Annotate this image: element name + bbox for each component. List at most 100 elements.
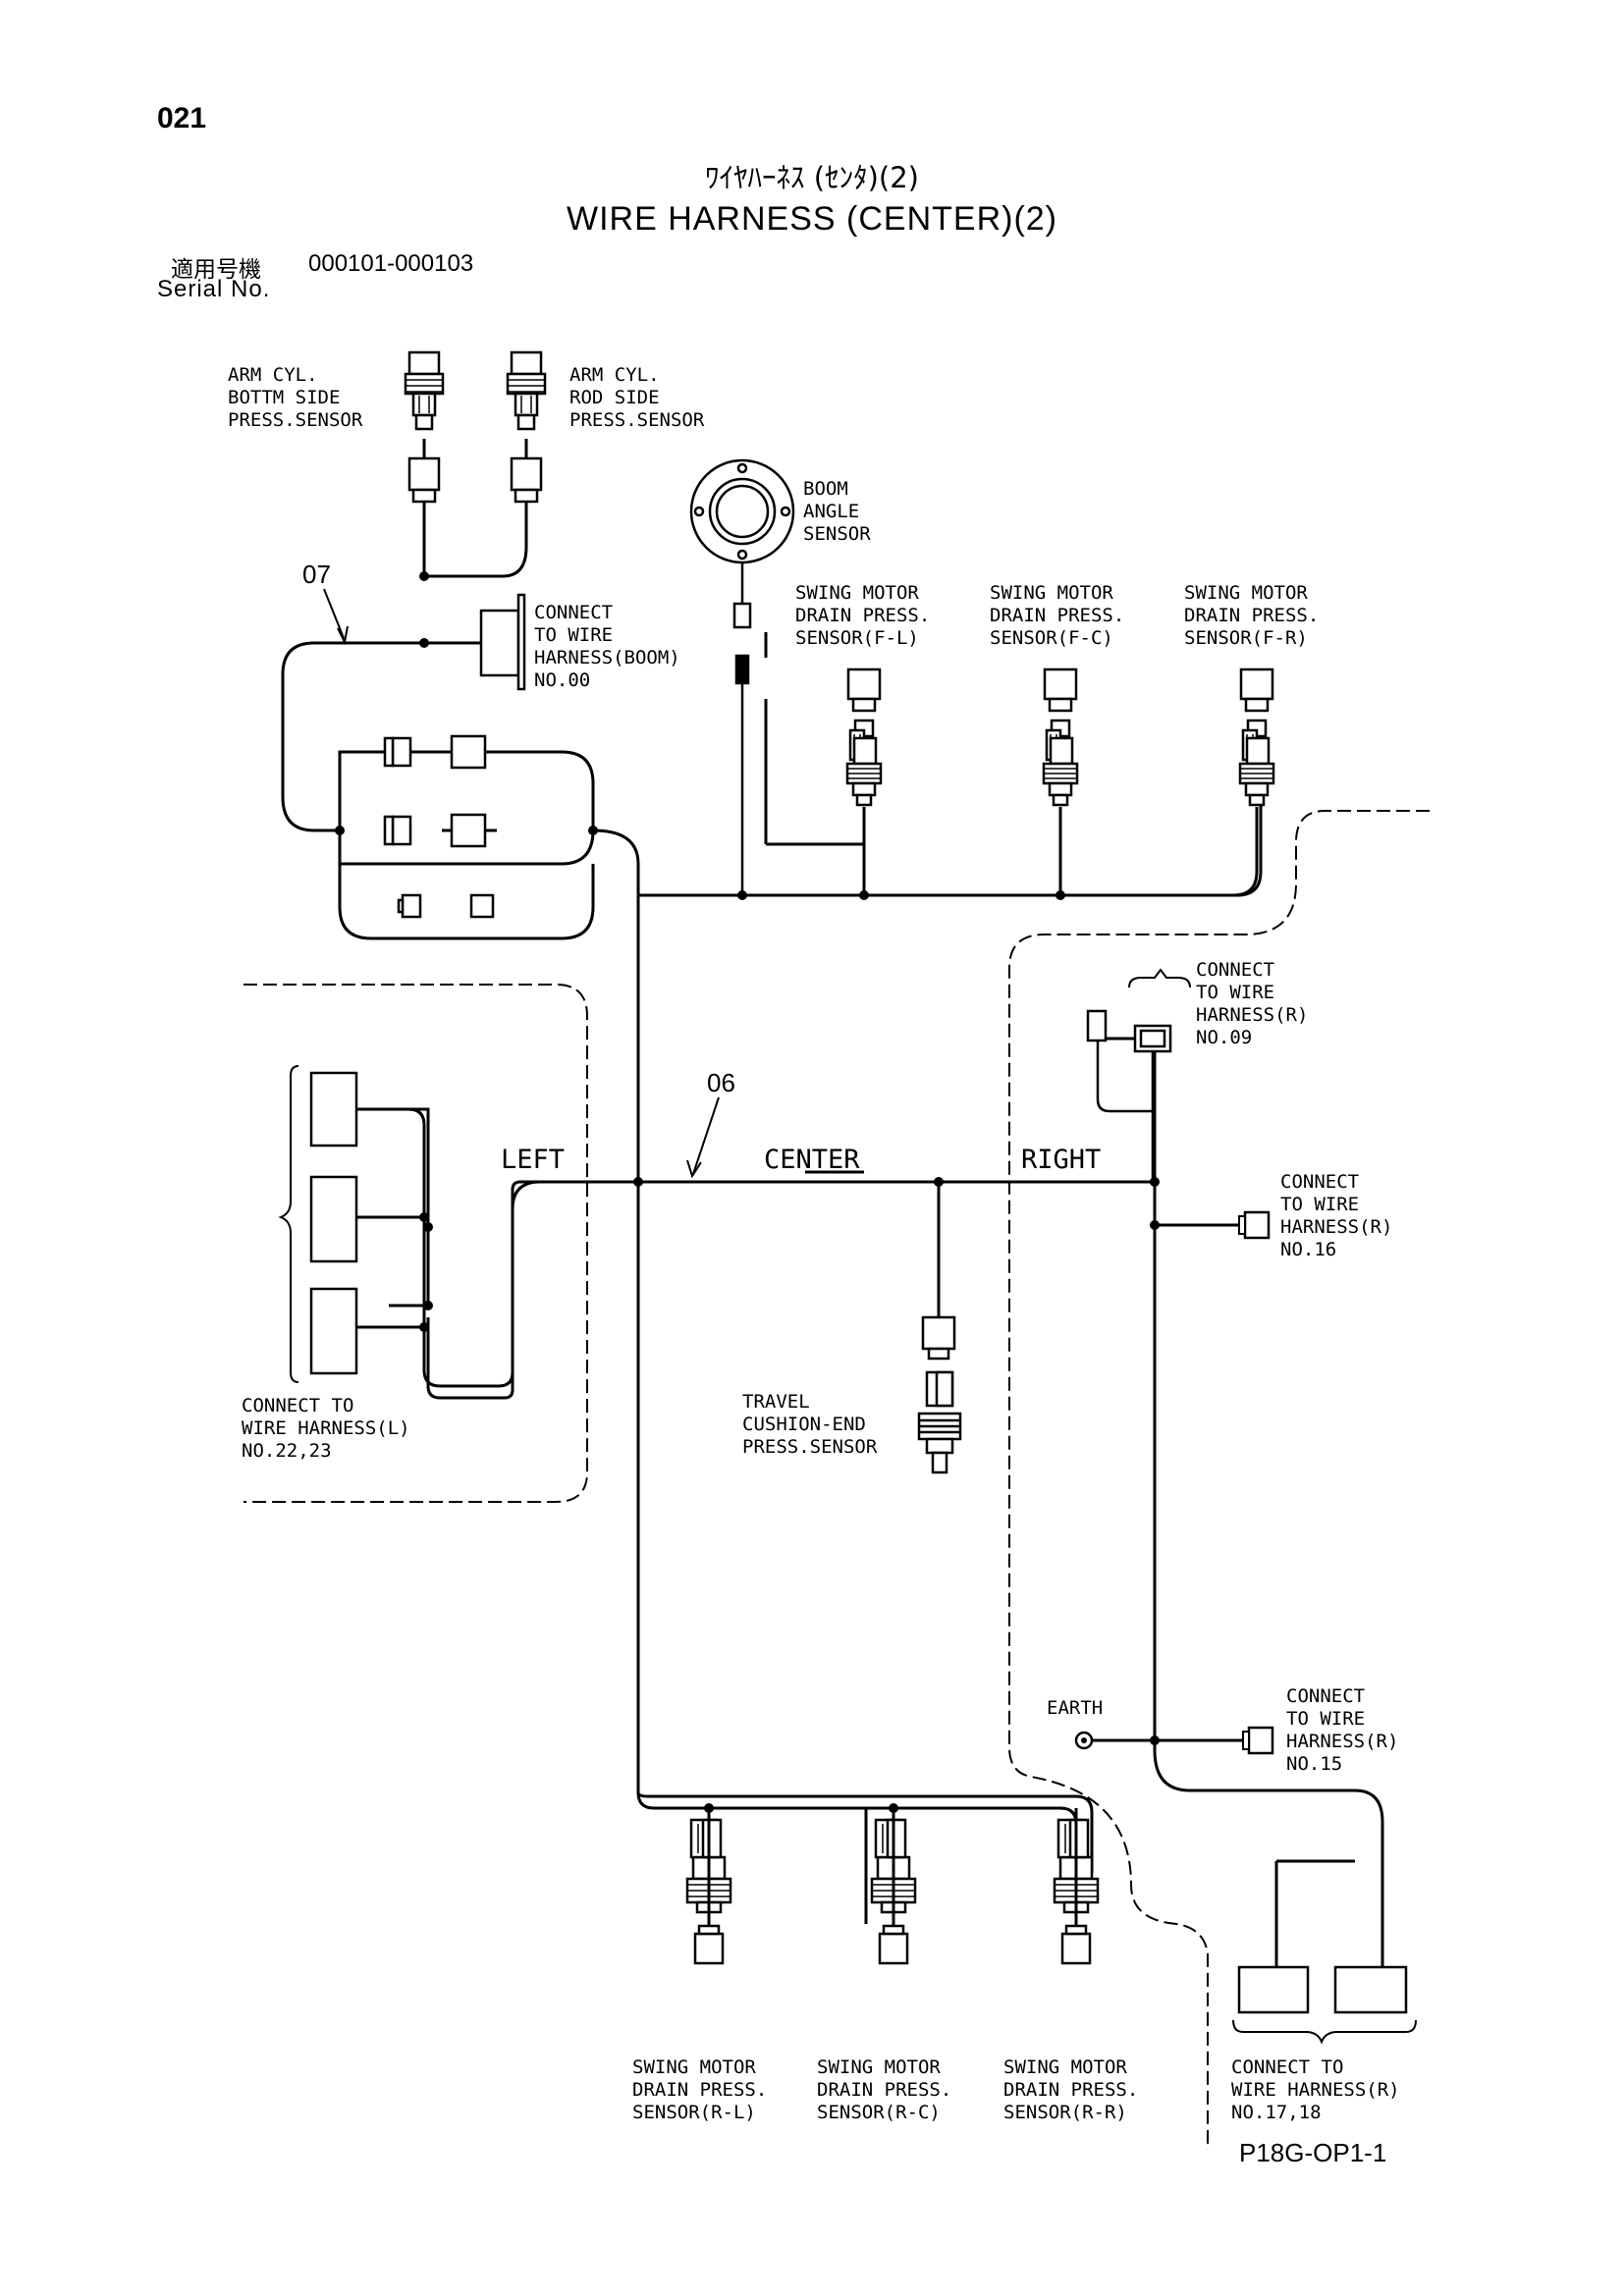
svg-text:HARNESS(R): HARNESS(R) [1196,1004,1308,1026]
serial-label-english: Serial No. [157,276,271,302]
svg-text:ROD SIDE: ROD SIDE [569,387,660,408]
left-junctions [419,1212,429,1332]
left-connectors [309,1071,358,1375]
svg-text:ARM CYL.: ARM CYL. [228,364,318,386]
region-borders [244,810,1430,2150]
svg-text:SENSOR(F-R): SENSOR(F-R) [1184,627,1308,649]
svg-text:TO WIRE: TO WIRE [1196,982,1274,1003]
serial-value: 000101-000103 [308,250,474,277]
svg-text:NO.17,18: NO.17,18 [1231,2102,1322,2123]
svg-text:PRESS.SENSOR: PRESS.SENSOR [569,409,705,431]
label-arm-rod: ARM CYL. ROD SIDE PRESS.SENSOR [569,364,705,431]
arm-rod-sensor [506,350,547,504]
svg-text:HARNESS(BOOM): HARNESS(BOOM) [534,647,680,668]
zone-right: RIGHT [1021,1145,1101,1175]
zone-left: LEFT [501,1145,565,1175]
svg-text:CONNECT: CONNECT [534,602,613,623]
svg-text:SENSOR(R-L): SENSOR(R-L) [632,2102,756,2123]
loop-connectors [383,734,495,919]
wiring [281,439,1384,1973]
svg-text:HARNESS(R): HARNESS(R) [1280,1216,1392,1238]
boom-connector [479,593,526,691]
front-sensor-wires [862,807,1259,897]
earth-terminal [1074,1731,1094,1750]
svg-text:SENSOR: SENSOR [803,523,871,545]
svg-text:SWING MOTOR: SWING MOTOR [1003,2056,1127,2078]
arm-bottom-sensor [404,350,445,504]
svg-text:CONNECT: CONNECT [1286,1685,1365,1707]
label-arm-bottom: ARM CYL. BOTTM SIDE PRESS.SENSOR [228,364,363,431]
connector-r17-18 [1237,1965,1408,2014]
svg-text:NO.09: NO.09 [1196,1027,1252,1048]
boom-angle-sensor [689,458,795,895]
svg-text:BOOM: BOOM [803,478,848,500]
svg-text:SWING MOTOR: SWING MOTOR [817,2056,941,2078]
label-swing-rr: SWING MOTOR DRAIN PRESS. SENSOR(R-R) [1003,2056,1138,2123]
label-swing-rc: SWING MOTOR DRAIN PRESS. SENSOR(R-C) [817,2056,951,2123]
svg-text:DRAIN PRESS.: DRAIN PRESS. [795,605,930,626]
svg-text:SWING MOTOR: SWING MOTOR [990,582,1113,604]
svg-text:SWING MOTOR: SWING MOTOR [632,2056,756,2078]
svg-text:CUSHION-END: CUSHION-END [742,1414,866,1435]
connector-r15 [1241,1726,1274,1755]
svg-text:SENSOR(R-C): SENSOR(R-C) [817,2102,941,2123]
svg-text:DRAIN PRESS.: DRAIN PRESS. [817,2079,951,2101]
svg-text:TO WIRE: TO WIRE [1280,1194,1359,1215]
brace-r09 [1128,968,1191,988]
svg-text:TO WIRE: TO WIRE [534,624,613,646]
svg-text:SENSOR(F-L): SENSOR(F-L) [795,627,919,649]
travel-sensor [917,1315,962,1474]
label-swing-fr: SWING MOTOR DRAIN PRESS. SENSOR(F-R) [1184,582,1319,649]
svg-text:BOTTM SIDE: BOTTM SIDE [228,387,340,408]
svg-text:PRESS.SENSOR: PRESS.SENSOR [228,409,363,431]
svg-text:NO.22,23: NO.22,23 [242,1440,332,1462]
page-number: 021 [157,102,207,134]
svg-text:SWING MOTOR: SWING MOTOR [1184,582,1308,604]
label-connect-r16: CONNECT TO WIRE HARNESS(R) NO.16 [1280,1171,1392,1260]
svg-text:CONNECT TO: CONNECT TO [242,1395,353,1416]
svg-text:CONNECT TO: CONNECT TO [1231,2056,1343,2078]
label-boom-angle: BOOM ANGLE SENSOR [803,478,871,545]
svg-text:NO.00: NO.00 [534,669,590,691]
svg-text:DRAIN PRESS.: DRAIN PRESS. [1184,605,1319,626]
label-connect-r17-18: CONNECT TO WIRE HARNESS(R) NO.17,18 [1231,2056,1400,2123]
label-connect-r09: CONNECT TO WIRE HARNESS(R) NO.09 [1196,959,1308,1048]
label-boom-connect: CONNECT TO WIRE HARNESS(BOOM) NO.00 [534,602,680,691]
brace-left [278,1065,299,1383]
part-number-07: 07 [302,560,331,589]
label-earth: EARTH [1047,1697,1103,1719]
svg-text:CONNECT: CONNECT [1280,1171,1359,1193]
svg-text:NO.15: NO.15 [1286,1753,1342,1775]
bottom-branch [636,1767,1078,1926]
svg-text:HARNESS(R): HARNESS(R) [1286,1731,1398,1752]
svg-text:PRESS.SENSOR: PRESS.SENSOR [742,1436,878,1458]
svg-text:WIRE HARNESS(R): WIRE HARNESS(R) [1231,2079,1400,2101]
connector-r16 [1237,1210,1271,1240]
zone-center: CENTER [764,1145,860,1175]
title-japanese: ﾜｲﾔﾊｰﾈｽ (ｾﾝﾀ)(2) [705,161,919,194]
title-english: WIRE HARNESS (CENTER)(2) [566,200,1058,238]
svg-text:SENSOR(R-R): SENSOR(R-R) [1003,2102,1127,2123]
swing-fr-sensor [1238,667,1275,807]
svg-text:SENSOR(F-C): SENSOR(F-C) [990,627,1113,649]
left-branch-wires [356,1107,638,1388]
swing-fl-sensor [845,667,883,807]
leaders [323,588,720,1179]
svg-text:ARM CYL.: ARM CYL. [569,364,660,386]
svg-text:DRAIN PRESS.: DRAIN PRESS. [1003,2079,1138,2101]
svg-text:TRAVEL: TRAVEL [742,1391,810,1413]
swing-fc-sensor [1042,667,1079,807]
svg-text:SWING MOTOR: SWING MOTOR [795,582,919,604]
svg-text:TO WIRE: TO WIRE [1286,1708,1365,1730]
svg-text:WIRE HARNESS(L): WIRE HARNESS(L) [242,1417,410,1439]
svg-text:NO.16: NO.16 [1280,1239,1336,1260]
part-number-06: 06 [707,1068,735,1097]
svg-text:DRAIN PRESS.: DRAIN PRESS. [632,2079,767,2101]
connector-r09 [1086,1009,1172,1182]
svg-text:ANGLE: ANGLE [803,501,859,522]
svg-text:CONNECT: CONNECT [1196,959,1274,981]
label-connect-r15: CONNECT TO WIRE HARNESS(R) NO.15 [1286,1685,1398,1775]
label-swing-fl: SWING MOTOR DRAIN PRESS. SENSOR(F-L) [795,582,930,649]
brace-r17-18 [1232,2019,1417,2045]
